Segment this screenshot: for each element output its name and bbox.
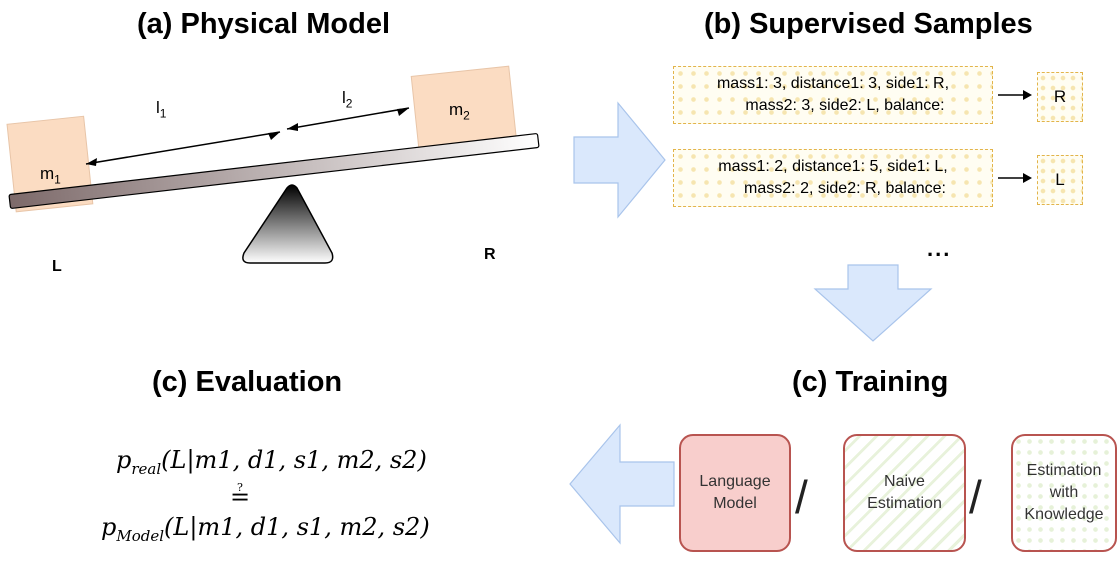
- left-side-label: L: [52, 258, 62, 275]
- question-mark: ?: [237, 481, 243, 494]
- sample-2-line1: mass1: 2, distance1: 5, side1: L,: [718, 158, 948, 175]
- sample-label-box-2: L: [1037, 155, 1083, 205]
- ellipsis: ...: [927, 236, 952, 261]
- real-probability-formula: preal(L|m1, d1, s1, m2, s2): [116, 446, 427, 478]
- seesaw-beam: [8, 133, 540, 209]
- language-model-box: Language Model: [679, 434, 791, 552]
- equals-sign: =: [230, 483, 251, 511]
- length1-label: l1: [156, 98, 167, 121]
- right-side-label: R: [484, 246, 496, 263]
- model-probability-formula: pModel(L|m1, d1, s1, m2, s2): [101, 513, 430, 545]
- evaluation-title: (c) Evaluation: [152, 366, 343, 398]
- arrow-down-icon: [813, 264, 933, 342]
- sample-box-2: mass1: 2, distance1: 5, side1: L, mass2:…: [673, 149, 993, 207]
- seesaw-diagram: [6, 65, 540, 264]
- mass1-label: m1: [40, 164, 61, 187]
- sample-1-line1: mass1: 3, distance1: 3, side1: R,: [716, 75, 950, 92]
- arrow-right-icon: [573, 101, 666, 219]
- separator-slash-1: /: [795, 471, 808, 523]
- supervised-samples-title: (b) Supervised Samples: [704, 8, 1033, 40]
- estimation-with-knowledge-box: Estimation with Knowledge: [1011, 434, 1117, 552]
- sample-2-line2: mass2: 2, side2: R, balance:: [744, 180, 946, 197]
- separator-slash-2: /: [969, 471, 982, 523]
- sample-box-1: mass1: 3, distance1: 3, side1: R, mass2:…: [673, 66, 993, 124]
- arrow-left-icon: [569, 423, 675, 545]
- training-title: (c) Training: [792, 366, 949, 398]
- sample-1-line2: mass2: 3, side2: L, balance:: [745, 97, 945, 114]
- arrow-to-label-2-icon: [998, 173, 1032, 183]
- mass2-label: m2: [449, 100, 470, 123]
- fulcrum-triangle: [242, 184, 334, 264]
- physical-model-title: (a) Physical Model: [137, 8, 391, 40]
- length2-label: l2: [342, 88, 353, 111]
- arrow-to-label-1-icon: [998, 90, 1032, 100]
- sample-label-box-1: R: [1037, 72, 1083, 122]
- naive-estimation-box: Naive Estimation: [843, 434, 966, 552]
